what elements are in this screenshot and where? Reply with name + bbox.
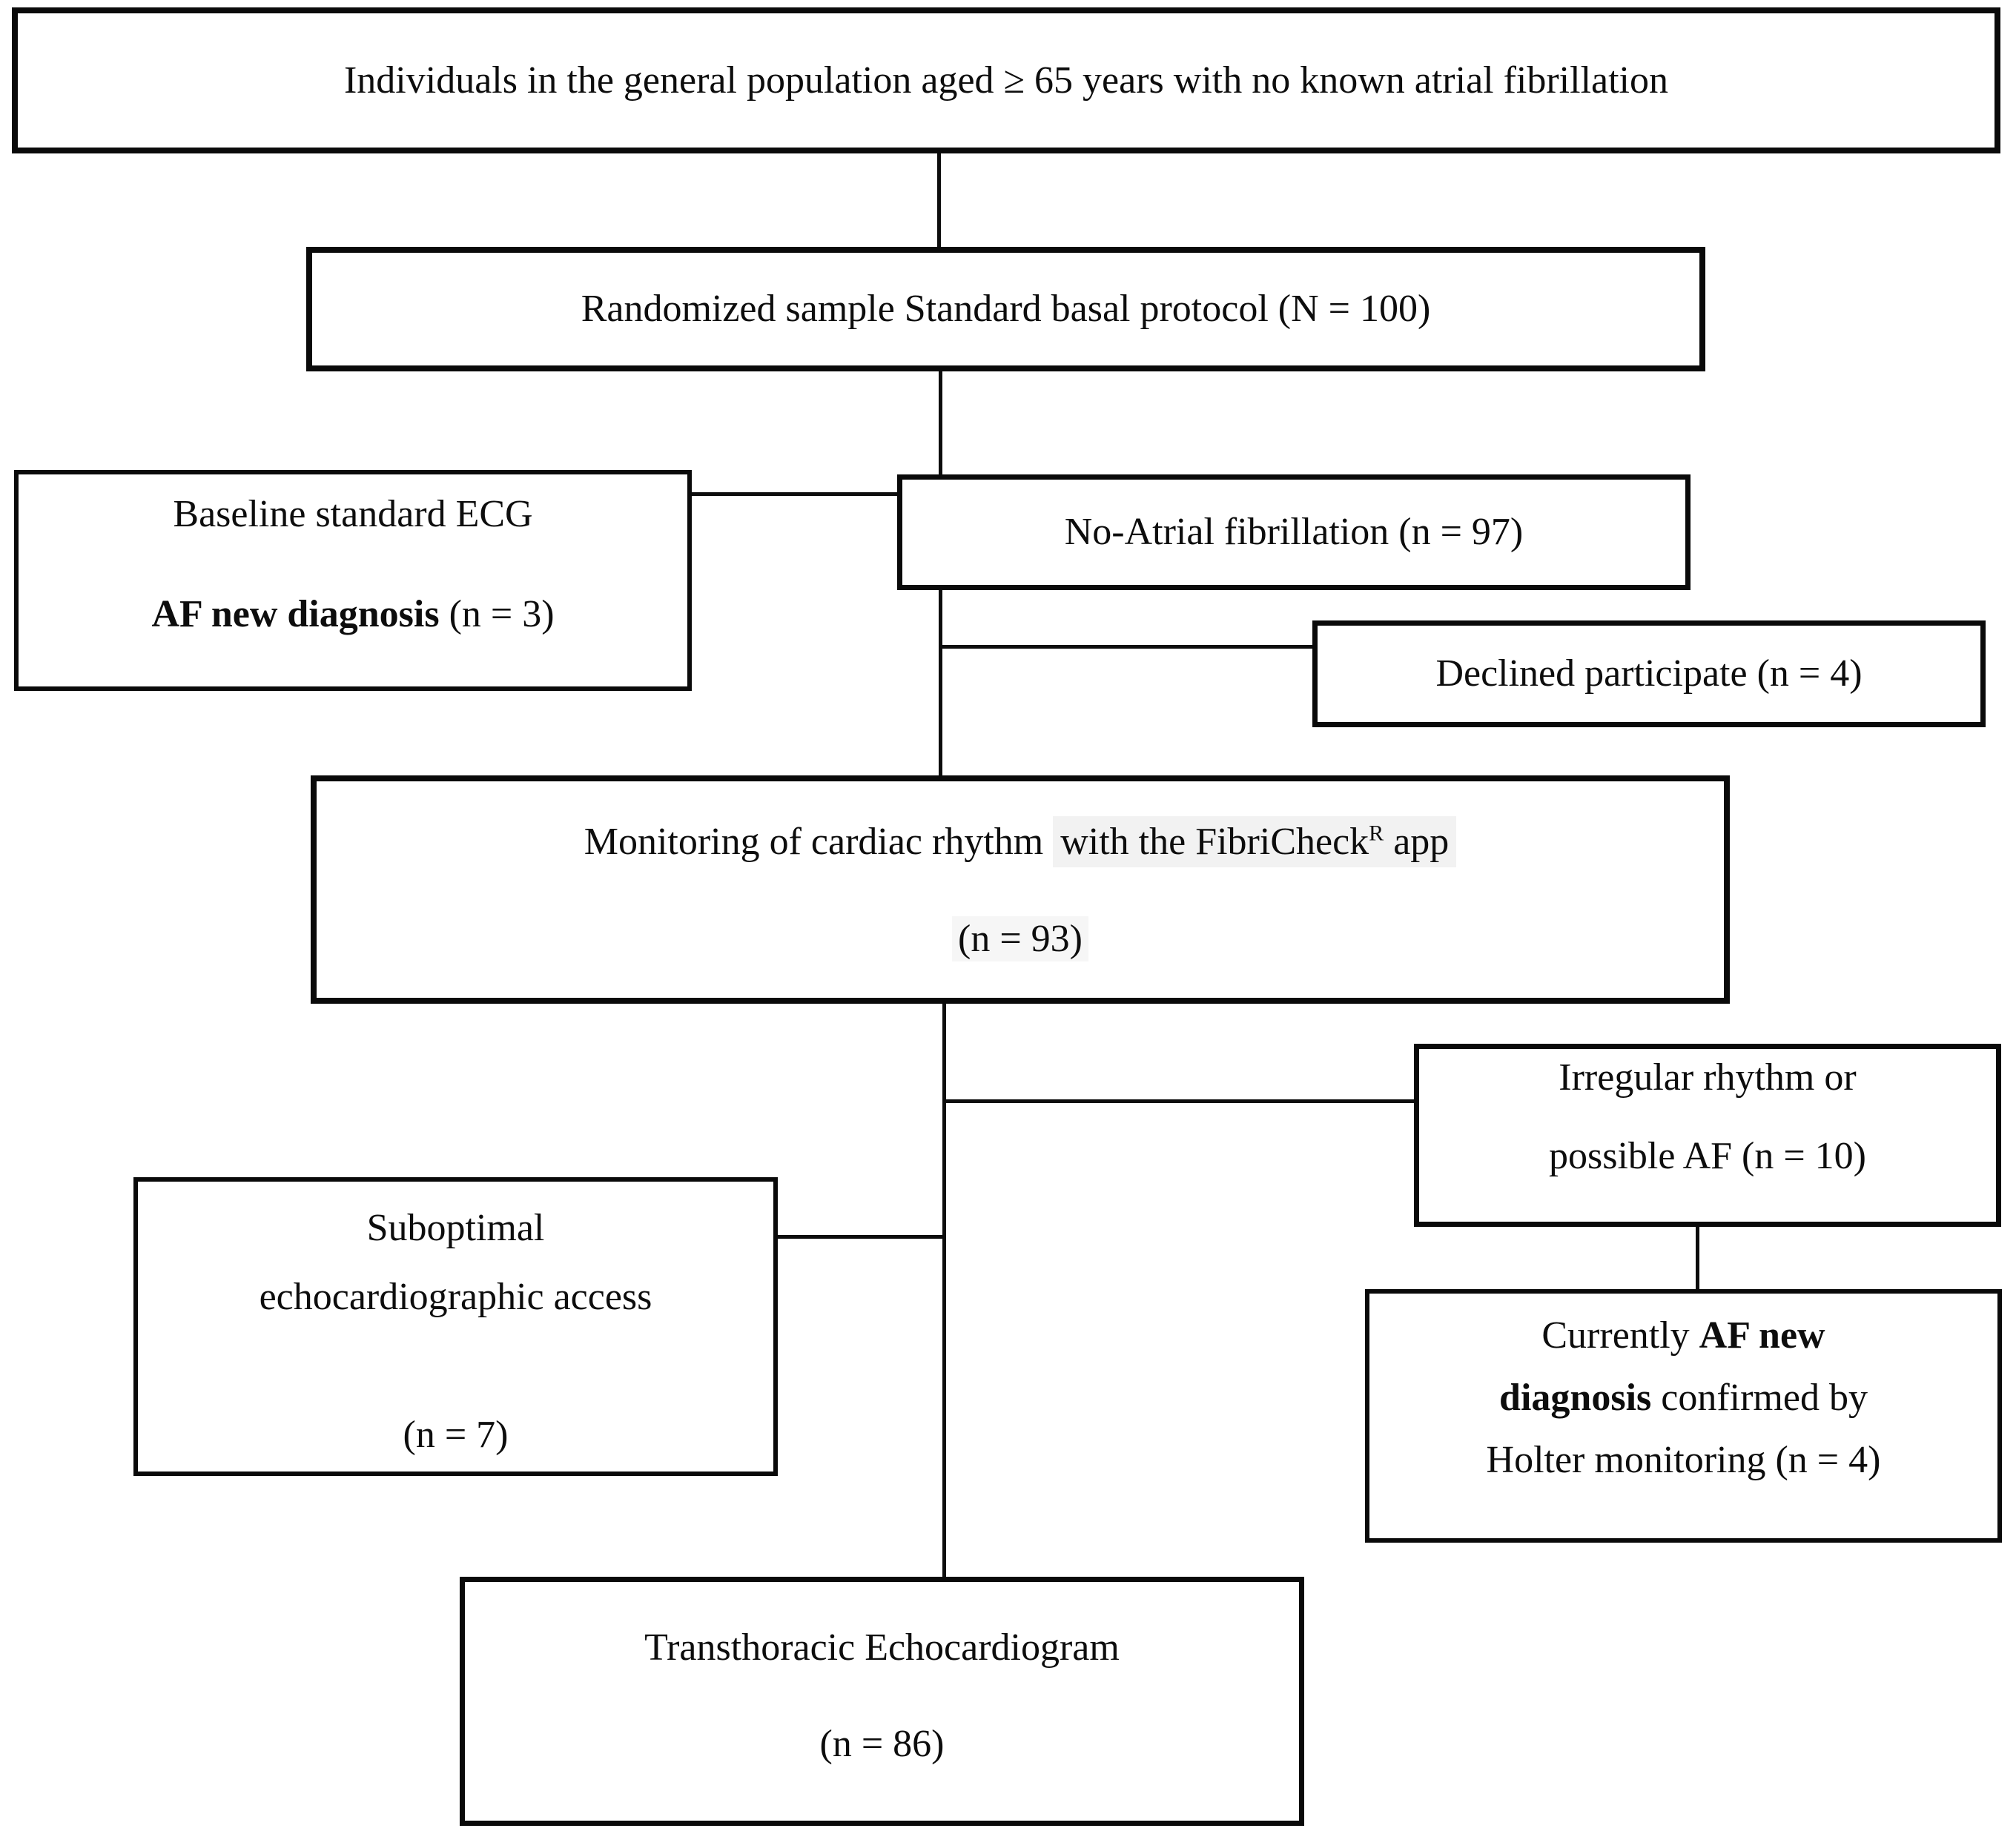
- baseline-af-diagnosis-line: AF new diagnosis (n = 3): [151, 592, 554, 638]
- box-transthoracic-echocardiogram: Transthoracic Echocardiogram (n = 86): [460, 1577, 1304, 1826]
- connector-irregular-to-confirmed: [1696, 1227, 1699, 1289]
- connector-declined-branch: [939, 645, 1312, 649]
- confirmed-line3: Holter monitoring (n = 4): [1486, 1439, 1881, 1481]
- box-no-atrial-fibrillation: No-Atrial fibrillation (n = 97): [897, 474, 1691, 590]
- box-population-text: Individuals in the general population ag…: [343, 59, 1668, 102]
- monitoring-count: (n = 93): [952, 916, 1088, 961]
- connector-population-to-randomized: [937, 153, 941, 247]
- monitoring-title-post: app: [1384, 821, 1450, 863]
- box-suboptimal-echo-access: Suboptimal echocardiographic access (n =…: [133, 1177, 778, 1476]
- af-new-diagnosis-count: (n = 3): [439, 593, 555, 635]
- tte-title: Transthoracic Echocardiogram: [644, 1626, 1120, 1669]
- suboptimal-count: (n = 7): [403, 1414, 509, 1456]
- declined-text: Declined participate (n = 4): [1435, 652, 1863, 695]
- box-randomized-sample: Randomized sample Standard basal protoco…: [306, 247, 1705, 371]
- confirmed-line2-bold: diagnosis: [1499, 1377, 1652, 1419]
- box-randomized-text: Randomized sample Standard basal protoco…: [581, 288, 1431, 330]
- monitoring-title-line: Monitoring of cardiac rhythm with the Fi…: [584, 816, 1457, 867]
- connector-randomized-to-noaf: [939, 371, 942, 474]
- box-fibricheck-monitoring: Monitoring of cardiac rhythm with the Fi…: [311, 775, 1730, 1004]
- box-declined-participate: Declined participate (n = 4): [1312, 620, 1986, 727]
- tte-count: (n = 86): [819, 1723, 945, 1765]
- monitoring-count-line: (n = 93): [952, 916, 1088, 962]
- box-irregular-rhythm: Irregular rhythm or possible AF (n = 10): [1414, 1044, 2001, 1227]
- box-af-confirmed-holter: Currently AF new diagnosis confirmed by …: [1365, 1289, 2002, 1543]
- baseline-ecg-label: Baseline standard ECG: [173, 493, 533, 535]
- connector-noaf-to-monitoring: [939, 590, 942, 775]
- monitoring-title-highlight: with the FibriCheckR app: [1053, 816, 1457, 867]
- connector-irregular-branch: [942, 1099, 1414, 1103]
- af-new-diagnosis-bold: AF new diagnosis: [151, 593, 440, 635]
- connector-monitoring-to-tte: [942, 1004, 946, 1577]
- box-population: Individuals in the general population ag…: [12, 7, 2000, 153]
- confirmed-line1-pre: Currently: [1541, 1314, 1699, 1357]
- irregular-line2: possible AF (n = 10): [1548, 1135, 1866, 1177]
- confirmed-line2-rest: confirmed by: [1651, 1377, 1868, 1419]
- confirmed-line1: Currently AF new: [1541, 1313, 1825, 1359]
- no-af-text: No-Atrial fibrillation (n = 97): [1064, 511, 1524, 553]
- monitoring-title-pre: Monitoring of cardiac rhythm: [584, 821, 1054, 863]
- confirmed-line1-bold: AF new: [1699, 1314, 1825, 1357]
- suboptimal-line2: echocardiographic access: [259, 1276, 652, 1318]
- irregular-line1: Irregular rhythm or: [1559, 1056, 1857, 1099]
- connector-suboptimal-branch: [778, 1235, 946, 1239]
- suboptimal-line1: Suboptimal: [366, 1207, 545, 1249]
- registered-mark: R: [1369, 821, 1384, 846]
- confirmed-line2: diagnosis confirmed by: [1499, 1375, 1868, 1421]
- box-baseline-ecg: Baseline standard ECG AF new diagnosis (…: [14, 470, 692, 691]
- monitoring-app-name: with the FibriCheck: [1060, 821, 1369, 863]
- connector-baseline-branch: [692, 492, 897, 496]
